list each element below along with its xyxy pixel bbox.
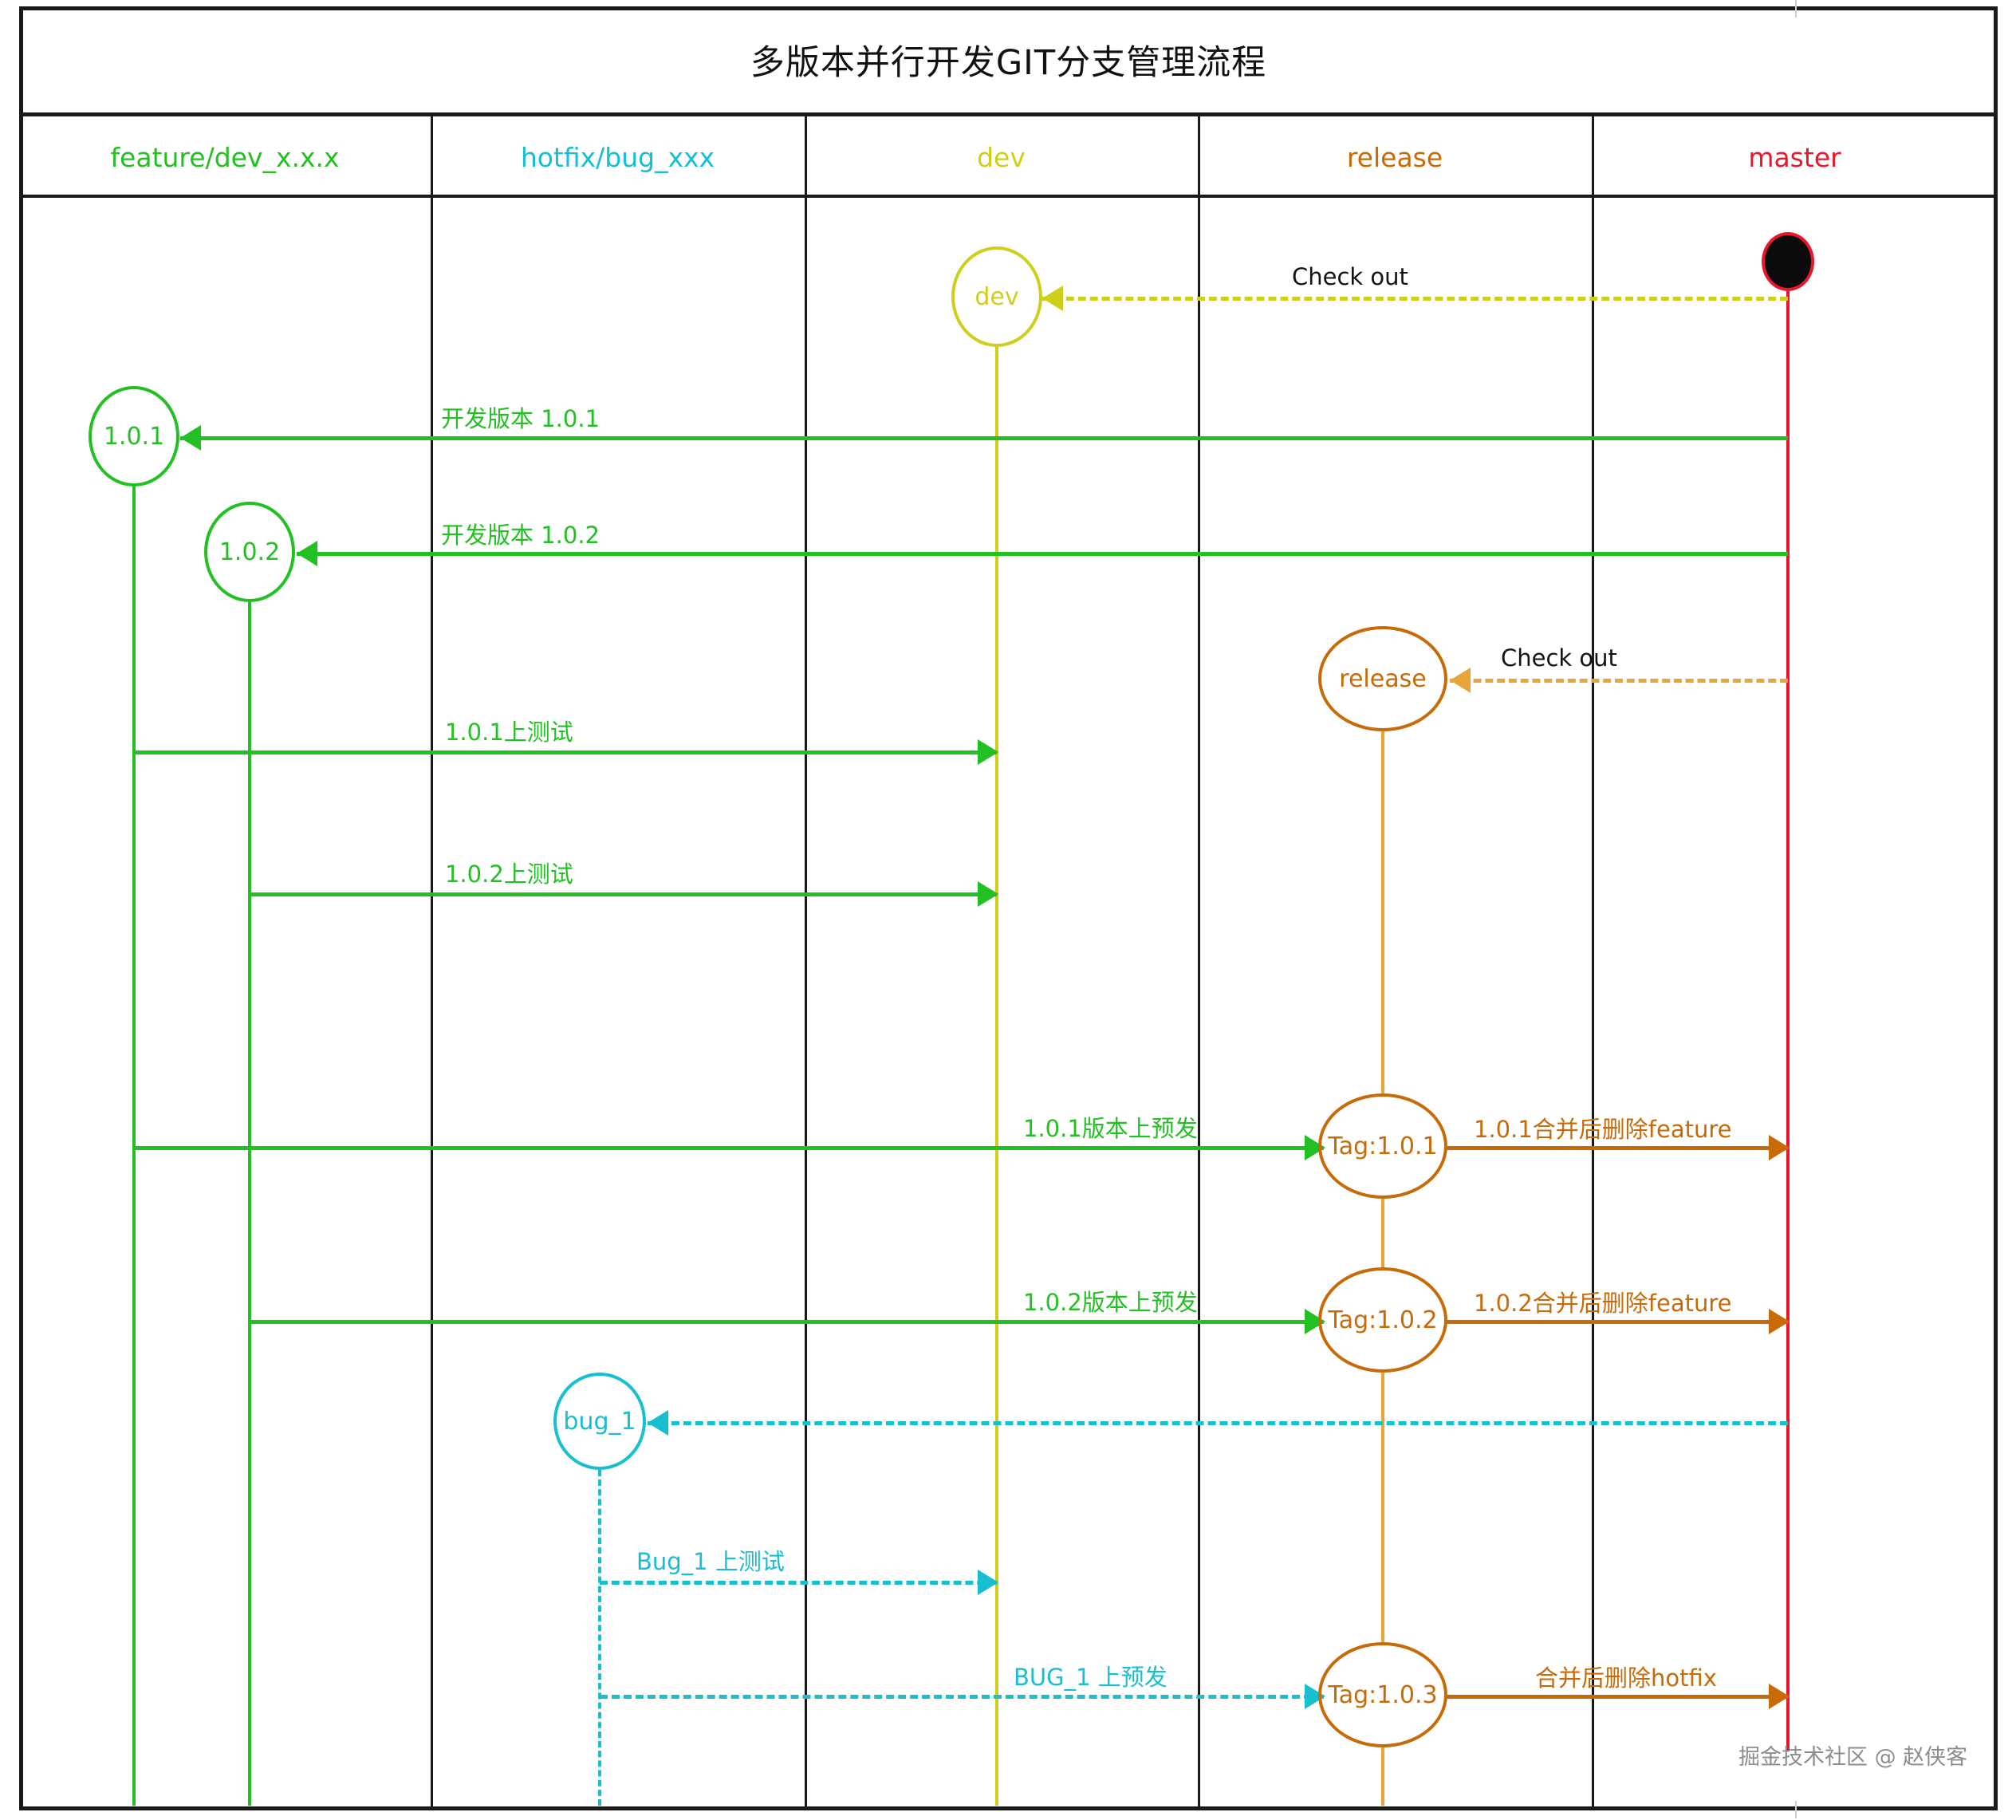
release-lifeline	[1381, 731, 1384, 1093]
node-master-start[interactable]	[1762, 232, 1814, 291]
m-102-test-line	[250, 892, 997, 896]
node-release-start[interactable]: release	[1318, 626, 1447, 731]
lane-header-label: feature/dev_x.x.x	[110, 141, 340, 173]
lane-header-label: master	[1748, 141, 1841, 173]
lane-header-feature[interactable]: feature/dev_x.x.x	[19, 116, 431, 198]
node-label: release	[1339, 664, 1427, 693]
m-dev-101-line	[180, 436, 1788, 440]
diagram-title-band: 多版本并行开发GIT分支管理流程	[19, 6, 1998, 116]
m-102-pre-label: 1.0.2版本上预发	[1023, 1289, 1198, 1316]
lane-divider-0	[431, 116, 433, 1810]
lane-header-dev[interactable]: dev	[805, 116, 1198, 198]
m-dev-102-arrowhead	[297, 541, 317, 566]
node-tag-101[interactable]: Tag:1.0.1	[1318, 1093, 1447, 1199]
release-lifeline-3	[1381, 1373, 1384, 1642]
m-bug1-test-label: Bug_1 上测试	[636, 1548, 785, 1575]
edge-tick-top	[1795, 0, 1797, 18]
m-dev-102-label: 开发版本 1.0.2	[441, 522, 600, 549]
m-101-test-arrowhead	[978, 739, 998, 765]
node-tag-103[interactable]: Tag:1.0.3	[1318, 1642, 1447, 1747]
edge-tick-bottom	[1795, 1801, 1797, 1818]
bug-1-lifeline	[598, 1470, 601, 1806]
m-checkout-bug1-arrowhead	[648, 1410, 668, 1436]
node-label: bug_1	[563, 1407, 636, 1436]
node-label: Tag:1.0.2	[1328, 1306, 1438, 1334]
node-label: dev	[975, 282, 1019, 311]
m-102-test-label: 1.0.2上测试	[445, 861, 573, 888]
m-hotfix-merge-label: 合并后删除hotfix	[1535, 1664, 1717, 1692]
m-bug1-pre-label: BUG_1 上预发	[1014, 1664, 1167, 1691]
lane-divider-1	[805, 116, 807, 1810]
release-lifeline-2	[1381, 1199, 1384, 1267]
m-dev-101-label: 开发版本 1.0.1	[441, 405, 600, 432]
lane-header-label: release	[1346, 141, 1443, 173]
m-102-pre-line	[250, 1320, 1324, 1324]
lane-header-label: hotfix/bug_xxx	[520, 141, 715, 173]
m-101-merge-label: 1.0.1合并后删除feature	[1474, 1116, 1732, 1143]
node-label: Tag:1.0.3	[1328, 1680, 1438, 1709]
node-feature-102[interactable]: 1.0.2	[204, 502, 295, 602]
m-dev-102-line	[297, 552, 1788, 556]
node-label: 1.0.2	[219, 538, 281, 566]
feature-102-line	[248, 602, 251, 1806]
node-label: Tag:1.0.1	[1328, 1132, 1438, 1160]
m-checkout-release-arrowhead	[1450, 668, 1471, 693]
m-checkout-dev-line	[1042, 297, 1788, 301]
lane-header-hotfix[interactable]: hotfix/bug_xxx	[431, 116, 805, 198]
dev-lifeline	[995, 347, 998, 1806]
m-bug1-test-line	[600, 1581, 997, 1585]
m-101-merge-arrowhead	[1769, 1135, 1790, 1160]
lane-header-label: dev	[977, 141, 1026, 173]
m-101-merge-line	[1445, 1146, 1788, 1150]
master-lifeline	[1786, 291, 1790, 1751]
node-dev-start[interactable]: dev	[951, 246, 1042, 347]
node-label: 1.0.1	[103, 422, 165, 451]
m-101-test-line	[134, 750, 997, 754]
lane-header-release[interactable]: release	[1198, 116, 1592, 198]
m-hotfix-merge-line	[1445, 1695, 1788, 1699]
m-bug1-test-arrowhead	[978, 1570, 998, 1595]
m-bug1-pre-line	[600, 1695, 1324, 1699]
watermark: 掘金技术社区 @ 赵侠客	[1738, 1745, 1968, 1770]
m-checkout-release-line	[1450, 679, 1788, 683]
m-checkout-dev-label: Check out	[1292, 263, 1408, 290]
m-checkout-release-label: Check out	[1501, 644, 1617, 672]
node-bug-1[interactable]: bug_1	[553, 1373, 646, 1470]
m-101-pre-label: 1.0.1版本上预发	[1023, 1115, 1198, 1142]
m-102-merge-line	[1445, 1320, 1788, 1324]
m-dev-101-arrowhead	[180, 425, 201, 451]
lane-divider-2	[1198, 116, 1200, 1810]
lane-divider-3	[1592, 116, 1594, 1810]
node-tag-102[interactable]: Tag:1.0.2	[1318, 1267, 1447, 1373]
m-102-merge-arrowhead	[1769, 1309, 1790, 1334]
m-101-test-label: 1.0.1上测试	[445, 719, 573, 746]
m-101-pre-line	[134, 1146, 1324, 1150]
m-102-test-arrowhead	[978, 881, 998, 907]
lane-header-band: feature/dev_x.x.x hotfix/bug_xxx dev releas…	[19, 116, 1998, 198]
m-checkout-dev-arrowhead	[1042, 286, 1063, 311]
lane-header-master[interactable]: master	[1592, 116, 1998, 198]
release-lifeline-4	[1381, 1747, 1384, 1806]
m-102-merge-label: 1.0.2合并后删除feature	[1474, 1290, 1732, 1317]
node-feature-101[interactable]: 1.0.1	[89, 386, 179, 487]
page-title: 多版本并行开发GIT分支管理流程	[750, 42, 1267, 83]
m-checkout-bug1-line	[648, 1421, 1788, 1425]
m-hotfix-merge-arrowhead	[1769, 1684, 1790, 1709]
